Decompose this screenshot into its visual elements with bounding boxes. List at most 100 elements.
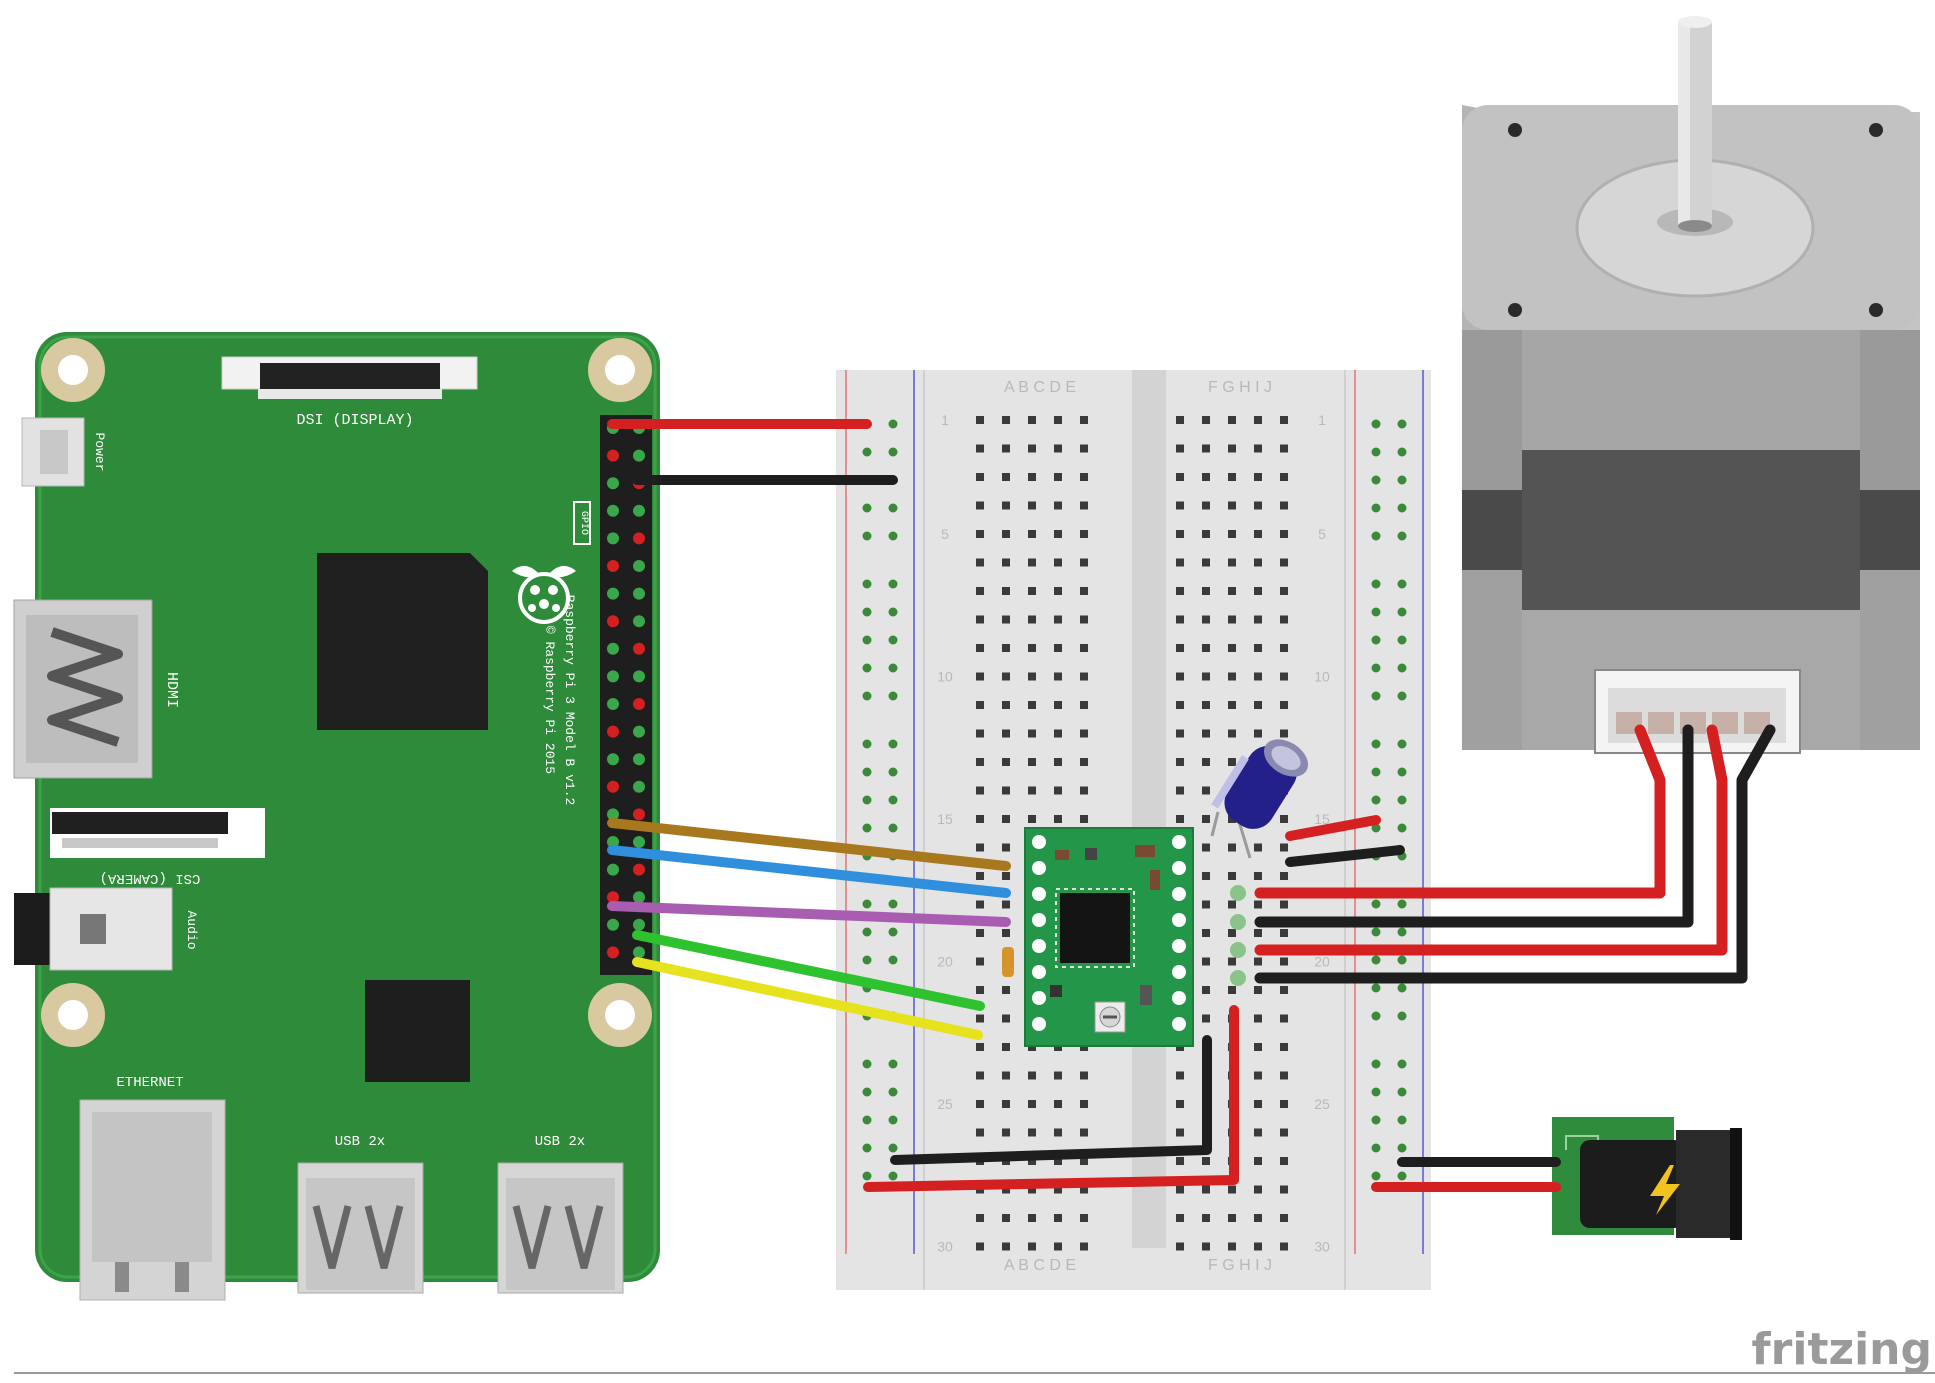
breadboard-hole	[1054, 672, 1062, 681]
breadboard-hole	[1202, 729, 1210, 738]
rail-hole	[888, 823, 898, 833]
row-number: 15	[937, 811, 953, 827]
breadboard-hole	[1254, 1214, 1262, 1222]
breadboard-hole	[1254, 473, 1262, 481]
rail-hole	[1397, 503, 1407, 513]
breadboard-hole	[1054, 444, 1062, 453]
motor-mount-hole	[1508, 303, 1522, 317]
breadboard-hole	[976, 1014, 984, 1023]
breadboard-hole	[1028, 587, 1036, 595]
breadboard-hole	[1254, 672, 1262, 681]
dsi-connector	[221, 356, 478, 399]
rail-hole	[862, 767, 872, 777]
breadboard-hole	[1202, 558, 1210, 567]
breadboard-hole	[1280, 1128, 1288, 1137]
power-jack	[1552, 1117, 1742, 1240]
breadboard-hole	[1002, 615, 1010, 624]
breadboard-hole	[976, 815, 984, 823]
breadboard-hole	[1254, 872, 1262, 880]
mounting-hole	[41, 983, 105, 1047]
row-number: 30	[937, 1239, 953, 1255]
breadboard-hole	[1228, 957, 1236, 966]
breadboard-hole	[1176, 758, 1184, 766]
rail-hole	[862, 607, 872, 617]
column-letters-top-right: F G H I J	[1208, 379, 1272, 396]
gpio-pin	[633, 836, 645, 848]
breadboard-hole	[1280, 1014, 1288, 1023]
gpio-pin	[633, 560, 645, 572]
breadboard-hole	[1280, 672, 1288, 681]
breadboard-hole	[1176, 558, 1184, 567]
breadboard-hole	[1002, 1242, 1010, 1251]
gpio-pin	[607, 504, 619, 517]
breadboard-hole	[1228, 900, 1236, 909]
breadboard-hole	[1080, 815, 1088, 823]
breadboard-hole	[1202, 416, 1210, 424]
rail-hole	[1371, 419, 1381, 429]
raspberry-pi-board: DSI (DISPLAY) Power HDMI CSI (CAMERA)	[13, 332, 660, 1301]
row-number: 5	[1318, 526, 1326, 542]
gpio-header	[600, 415, 652, 975]
breadboard-hole	[1054, 1185, 1062, 1194]
rail-hole	[1397, 607, 1407, 617]
gpio-pin	[633, 642, 645, 655]
breadboard-hole	[1054, 587, 1062, 595]
wire-red	[1285, 815, 1381, 841]
breadboard-hole	[1176, 1185, 1184, 1194]
rail-hole	[1371, 795, 1381, 805]
breadboard-hole	[1254, 530, 1262, 538]
breadboard-hole	[1254, 444, 1262, 453]
breadboard-hole	[1228, 672, 1236, 681]
breadboard-hole	[1280, 558, 1288, 567]
breadboard-hole	[1176, 473, 1184, 481]
rail-hole	[1397, 1171, 1407, 1181]
rail-hole	[862, 579, 872, 589]
rail-hole	[862, 927, 872, 937]
breadboard-hole	[1080, 1157, 1088, 1165]
breadboard-hole	[1280, 1071, 1288, 1080]
breadboard-hole	[1202, 843, 1210, 852]
breadboard-hole	[1254, 929, 1262, 937]
breadboard-hole	[1028, 1214, 1036, 1222]
breadboard-hole	[1080, 758, 1088, 766]
rail-hole	[1371, 1171, 1381, 1181]
breadboard-hole	[1080, 786, 1088, 795]
breadboard-hole	[1002, 1014, 1010, 1023]
breadboard-hole	[1228, 1214, 1236, 1222]
rail-hole	[862, 663, 872, 673]
usb-port-right	[497, 1162, 624, 1294]
row-number: 5	[941, 526, 949, 542]
rail-hole	[1397, 739, 1407, 749]
rail-hole	[888, 419, 898, 429]
driver-pin	[1032, 861, 1046, 875]
row-number: 15	[1314, 811, 1330, 827]
driver-pin	[1032, 991, 1046, 1005]
rail-hole	[1371, 823, 1381, 833]
breadboard-hole	[976, 587, 984, 595]
breadboard-hole	[1054, 1100, 1062, 1108]
breadboard-hole	[1080, 444, 1088, 453]
breadboard-hole	[1280, 501, 1288, 510]
breadboard-hole	[1254, 957, 1262, 966]
breadboard-hole	[1254, 1014, 1262, 1023]
breadboard-hole	[1280, 1043, 1288, 1051]
mounting-hole	[588, 338, 652, 402]
breadboard-hole	[1228, 587, 1236, 595]
breadboard-hole	[1054, 530, 1062, 538]
row-number: 25	[937, 1096, 953, 1112]
breadboard-hole	[1280, 957, 1288, 966]
breadboard-hole	[1054, 1214, 1062, 1222]
breadboard-hole	[1202, 1185, 1210, 1194]
audio-jack	[14, 887, 173, 971]
rail-hole	[1397, 899, 1407, 909]
breadboard-hole	[1254, 729, 1262, 738]
gpio-pin	[633, 808, 645, 821]
fritzing-watermark: fritzing	[1752, 1324, 1932, 1375]
svg-text:GPIO: GPIO	[578, 511, 589, 535]
rail-hole	[888, 1087, 898, 1097]
breadboard-hole	[1228, 444, 1236, 453]
breadboard-hole	[1054, 1157, 1062, 1165]
gpio-pin	[607, 532, 619, 545]
gpio-pin	[607, 449, 619, 462]
breadboard-hole	[976, 416, 984, 424]
